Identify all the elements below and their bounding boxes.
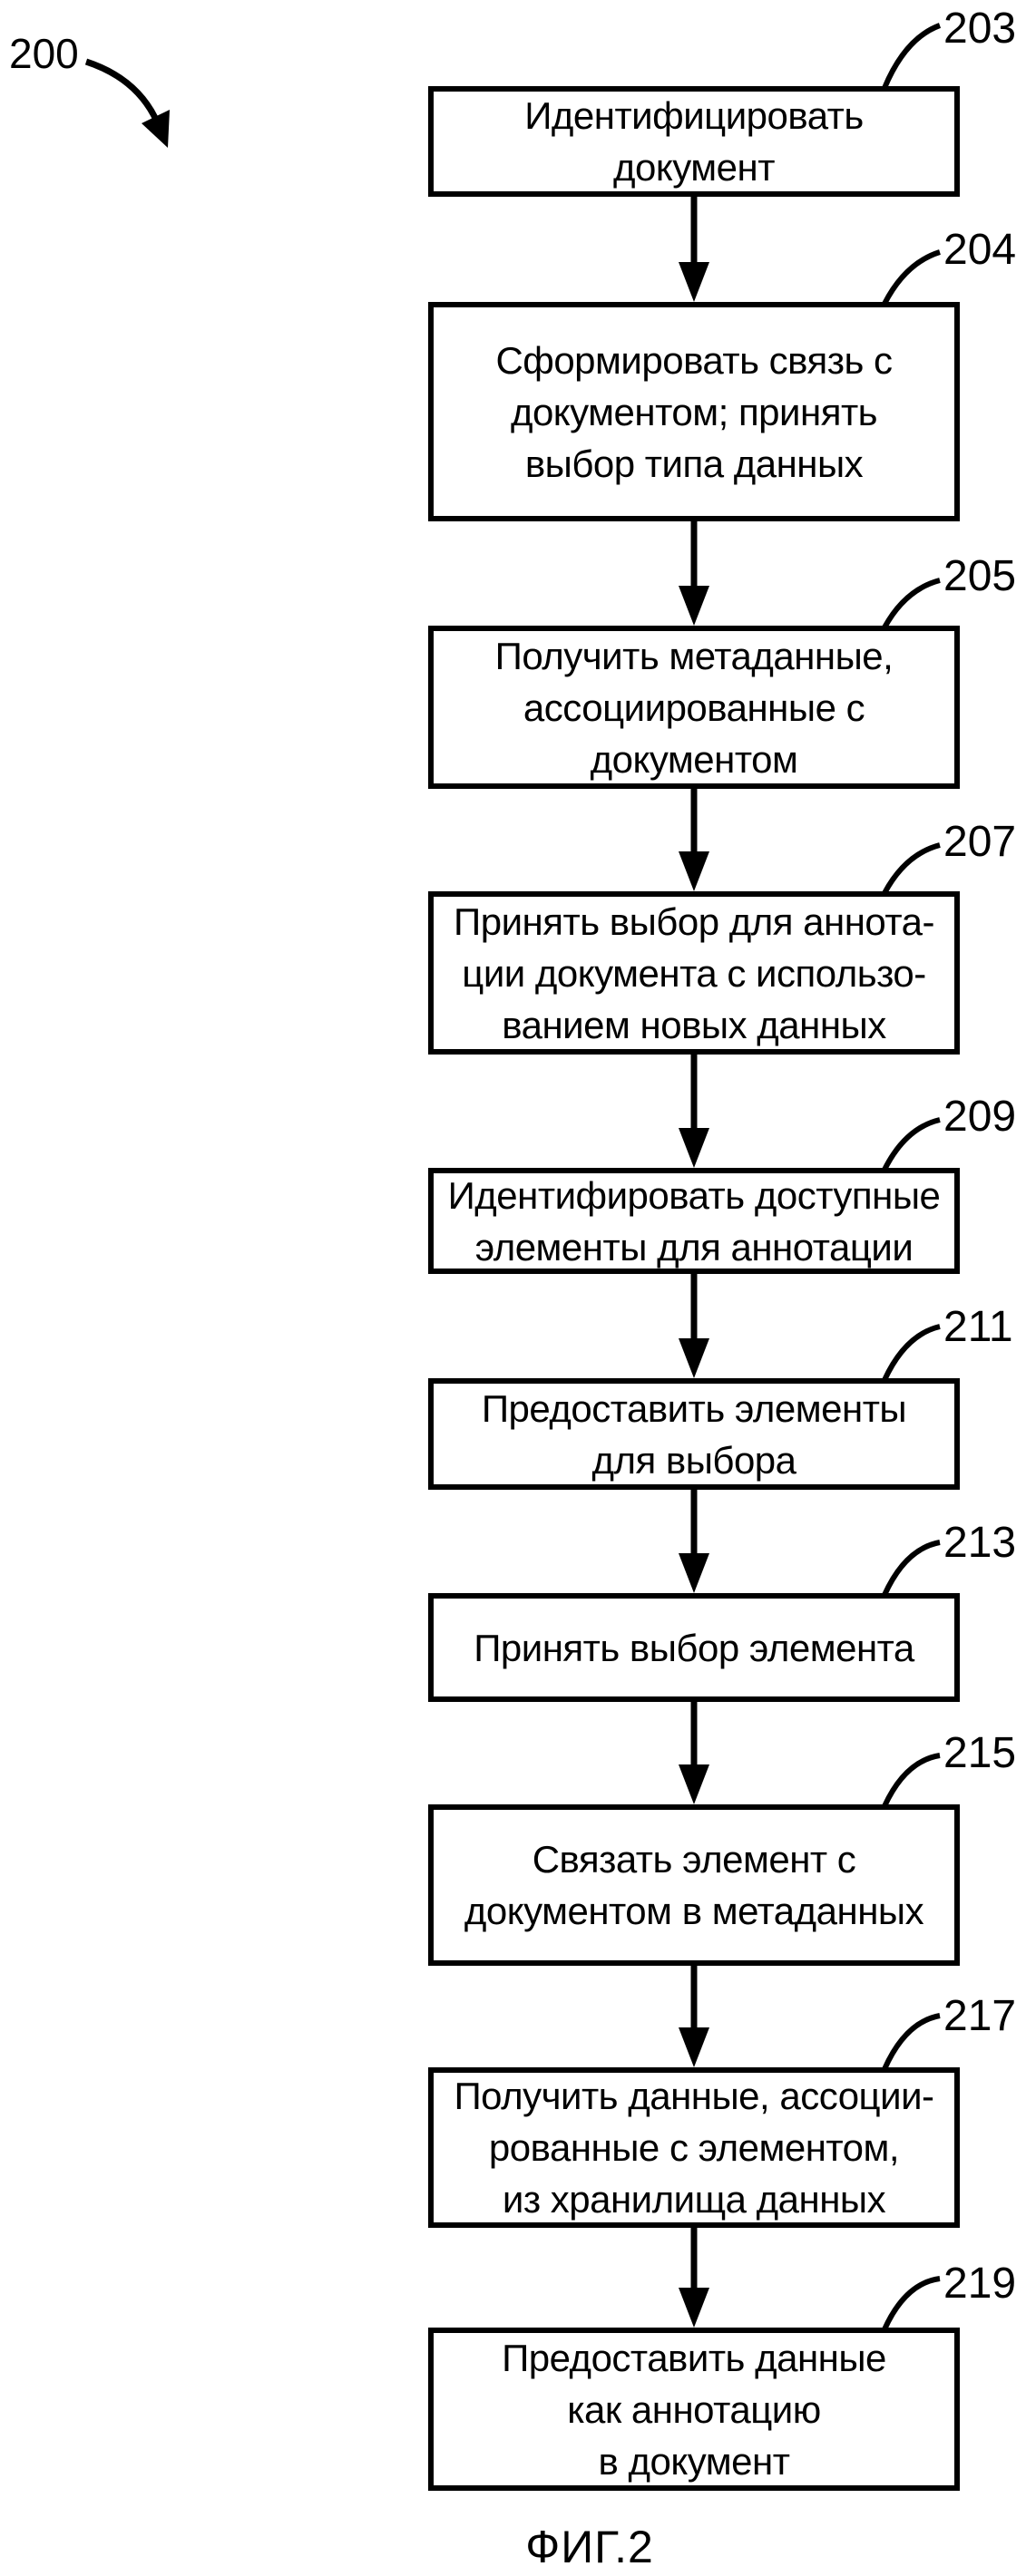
connector-line-209 [882, 1117, 941, 1171]
connector-line-203 [882, 23, 942, 90]
step-text-line: документ [613, 146, 775, 189]
step-text-line: Предоставить данные [502, 2336, 886, 2379]
step-text-line: Получить данные, ассоции- [454, 2075, 934, 2117]
flow-arrow [679, 197, 709, 302]
flow-arrow [679, 1490, 709, 1593]
flow-arrow [679, 1966, 709, 2067]
connector-line-205 [882, 578, 941, 629]
step-text-line: как аннотацию [567, 2387, 821, 2431]
step-text-line: Принять выбор для аннота- [454, 899, 934, 943]
step-text-line: документом [590, 737, 798, 781]
connector-line-219 [882, 2276, 941, 2331]
figure-ref-arrow [84, 58, 170, 148]
step-ref-204: 204 [943, 226, 1017, 274]
flow-arrow [679, 1274, 709, 1378]
flow-step-217: Получить данные, ассоции- рованные с эле… [428, 2067, 960, 2228]
flow-step-215: Связать элемент с документом в метаданны… [428, 1804, 960, 1966]
figure-caption: ФИГ.2 [525, 2522, 654, 2572]
step-text-line: рованные с элементом, [488, 2126, 900, 2169]
step-text-line: Предоставить элементы [481, 1386, 907, 1430]
flow-step-203: Идентифицировать документ [428, 86, 960, 197]
connector-line-215 [882, 1753, 941, 1808]
figure-ref-label: 200 [9, 30, 79, 77]
step-text-line: Идентифировать доступные [447, 1173, 941, 1217]
flow-step-207: Принять выбор для аннота- ции документа … [428, 891, 960, 1055]
step-text-line: Идентифицировать [524, 94, 864, 137]
step-text-line: документом в метаданных [464, 1890, 924, 1932]
flow-step-219: Предоставить данные как аннотацию в доку… [428, 2328, 960, 2491]
step-text-line: Сформировать связь с [495, 338, 893, 382]
step-ref-213: 213 [943, 1519, 1017, 1567]
step-text-line: ванием новых данных [502, 1003, 886, 1046]
flow-step-213: Принять выбор элемента [428, 1593, 960, 1702]
step-ref-207: 207 [943, 818, 1017, 866]
step-ref-219: 219 [943, 2260, 1017, 2308]
step-ref-205: 205 [943, 552, 1017, 600]
flow-arrow [679, 1055, 709, 1168]
step-text-line: Получить метаданные, [494, 634, 894, 677]
connector-line-211 [882, 1324, 941, 1382]
connector-line-204 [882, 249, 941, 306]
flow-arrow [679, 521, 709, 626]
step-text-line: Принять выбор элемента [474, 1626, 914, 1669]
flow-arrow [679, 1702, 709, 1804]
connector-line-213 [882, 1540, 941, 1597]
flow-step-205: Получить метаданные, ассоциированные с д… [428, 626, 960, 789]
step-ref-217: 217 [943, 1992, 1017, 2040]
step-text-line: элементы для аннотации [474, 1225, 914, 1269]
step-text-line: из хранилища данных [502, 2178, 886, 2221]
step-ref-203: 203 [943, 5, 1017, 53]
connector-line-207 [882, 842, 941, 895]
step-ref-215: 215 [943, 1729, 1017, 1777]
connector-line-217 [882, 2013, 941, 2071]
step-text-line: для выбора [591, 1438, 796, 1482]
step-text-line: документом; принять [510, 390, 878, 433]
step-text-line: ассоциированные с [523, 685, 865, 729]
step-ref-209: 209 [943, 1093, 1017, 1141]
step-text-line: в документ [598, 2439, 790, 2483]
step-ref-211: 211 [943, 1303, 1013, 1351]
step-text-line: ции документа с использо- [462, 951, 926, 995]
step-text-line: выбор типа данных [524, 442, 864, 485]
flow-step-204: Сформировать связь с документом; принять… [428, 302, 960, 521]
step-text-line: Связать элемент с [532, 1838, 856, 1881]
flow-step-209: Идентифировать доступные элементы для ан… [428, 1168, 960, 1274]
flow-step-211: Предоставить элементы для выбора [428, 1378, 960, 1490]
flow-arrow [679, 2228, 709, 2328]
flow-arrow [679, 789, 709, 891]
